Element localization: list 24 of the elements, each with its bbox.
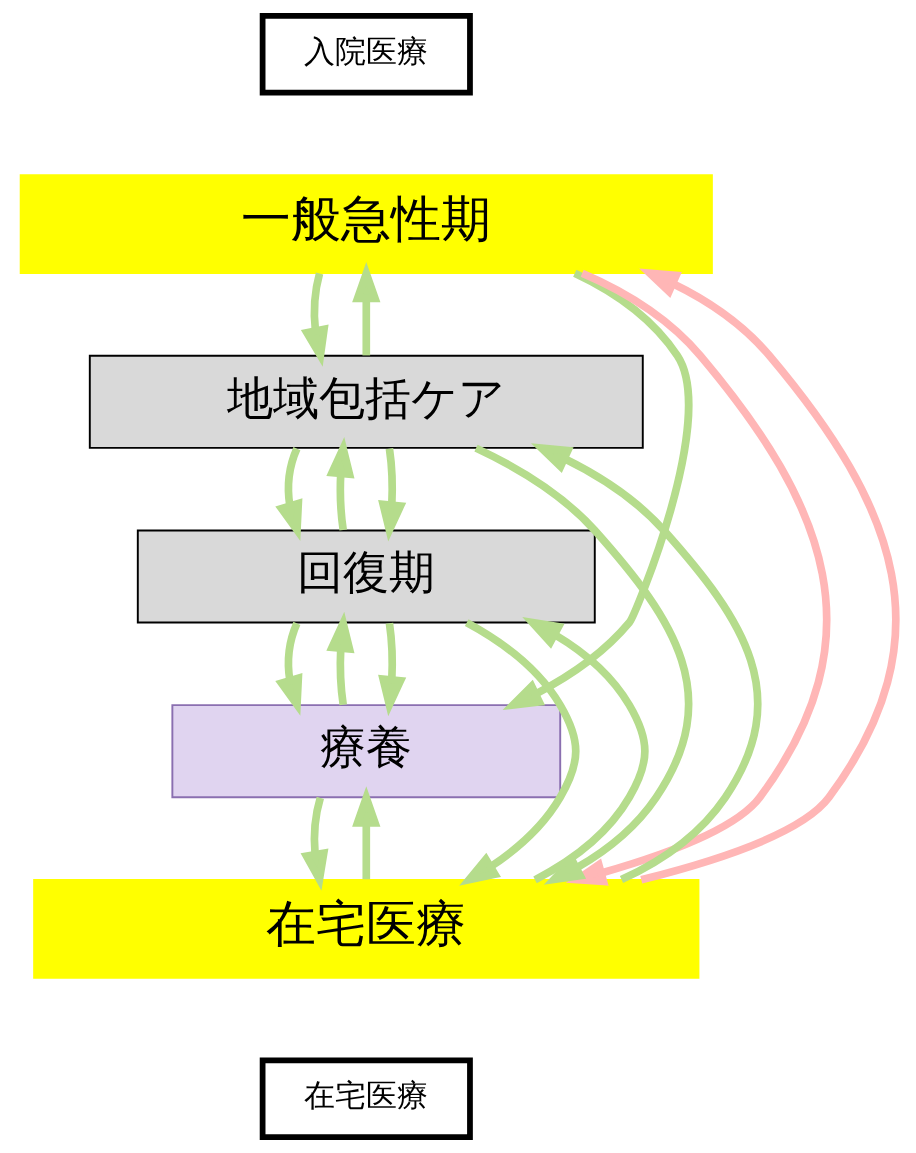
node-box: 地域包括ケア [88,354,644,449]
node-box: 一般急性期 [19,174,713,275]
node-box: 在宅医療 [32,878,699,979]
arrow [377,622,406,717]
arrow [377,448,406,542]
arrow [351,786,380,880]
arrow [300,796,328,891]
arrow [473,444,692,885]
node-box: 回復期 [136,529,596,624]
node-box: 療養 [170,704,561,799]
arrow [502,269,692,710]
arrow [300,272,329,367]
arrow [521,617,649,884]
arrow [638,268,899,884]
node-box: 在宅医療 [259,1057,473,1141]
arrow [351,261,380,356]
arrow [458,619,579,886]
arrow [274,621,302,716]
arrow [274,447,302,542]
arrow [565,269,830,886]
arrow [530,443,762,883]
node-box: 入院医療 [259,12,473,96]
arrow [325,611,354,706]
arrow [325,437,354,531]
